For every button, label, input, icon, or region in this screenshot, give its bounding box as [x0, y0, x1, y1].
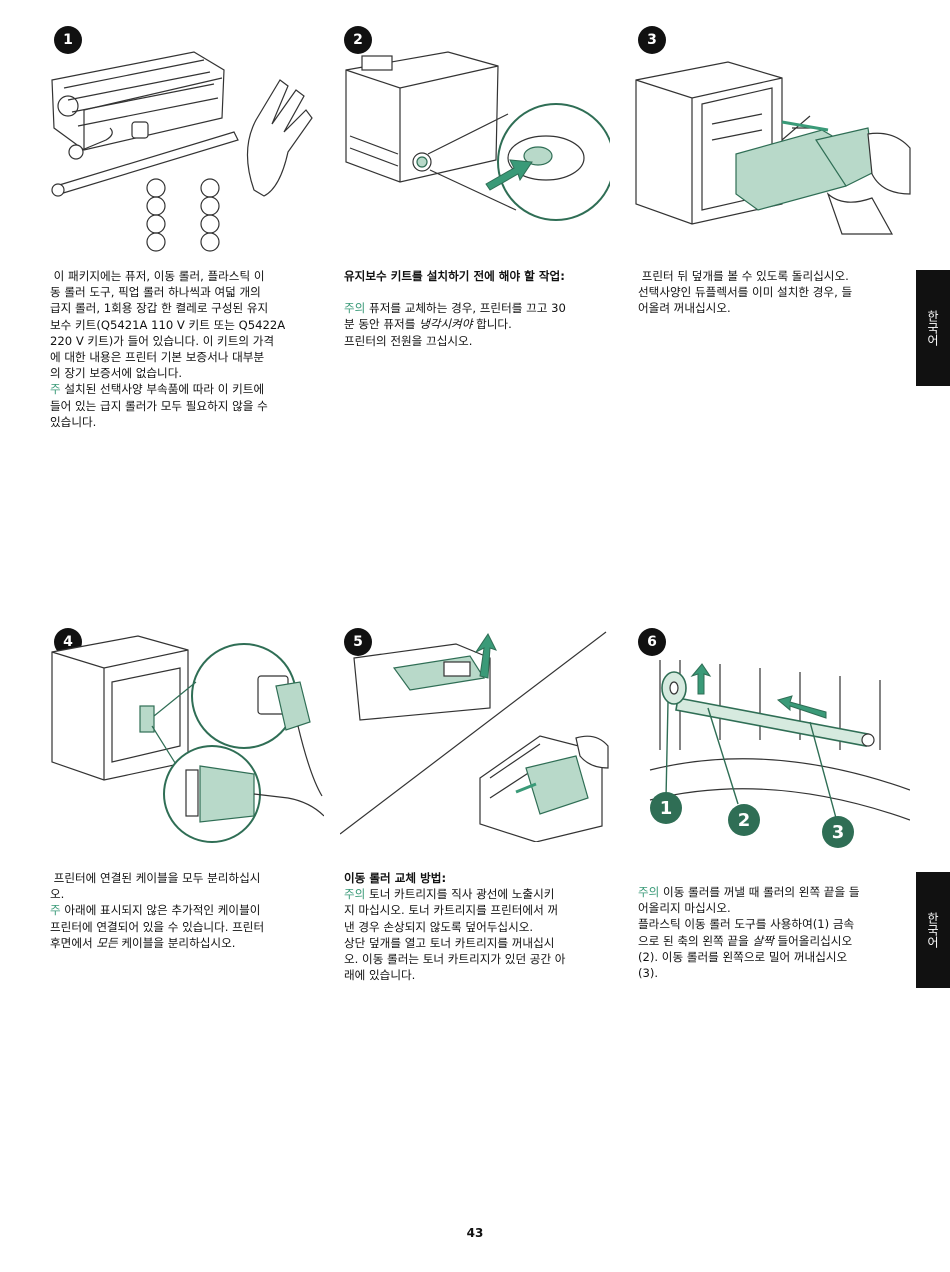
step-2-heading: 유지보수 키트를 설치하기 전에 해야 할 작업:	[344, 269, 565, 283]
transfer-roller-removal-illustration	[649, 660, 910, 821]
step-3-text: 프린터 뒤 덮개를 볼 수 있도록 돌리십시오. 선택사양인 듀플렉서를 이미 …	[638, 269, 853, 316]
page-number: 43	[466, 1226, 484, 1240]
callout-3: 3	[822, 816, 854, 848]
caution-label: 주의	[344, 301, 366, 316]
note-label: 주	[50, 382, 61, 397]
step-6-text: 주의 이동 롤러를 꺼낼 때 롤러의 왼쪽 끝을 들 어올리지 마십시오. 플라…	[638, 885, 860, 981]
note-label: 주	[50, 903, 61, 918]
language-tab: 한국어	[916, 270, 950, 386]
step-2-text: 유지보수 키트를 설치하기 전에 해야 할 작업: 주의 퓨저를 교체하는 경우…	[344, 268, 612, 349]
maintenance-kit-illustration	[51, 51, 313, 252]
cable-disconnect-illustration	[51, 635, 324, 843]
step-1-text: 이 패키지에는 퓨저, 이동 롤러, 플라스틱 이 동 롤러 도구, 픽업 롤러…	[50, 269, 286, 429]
callout-2: 2	[728, 804, 760, 836]
printer-power-switch-illustration	[345, 51, 610, 221]
duplexer-removal-illustration	[635, 61, 911, 235]
step-3-badge: 3	[638, 26, 666, 54]
step-5-badge: 5	[344, 628, 372, 656]
callout-1: 1	[650, 792, 682, 824]
open-cover-remove-cartridge-illustration	[340, 631, 609, 842]
step-4-text: 프린터에 연결된 케이블을 모두 분리하십시 오. 주 아래에 표시되지 않은 …	[50, 871, 265, 950]
step-5-text: 이동 롤러 교체 방법: 주의 토너 카트리지를 직사 광선에 노출시키 지 마…	[344, 870, 612, 983]
language-tab-lower: 한국어	[916, 872, 950, 988]
step-6-badge: 6	[638, 628, 666, 656]
caution-label: 주의	[638, 885, 660, 899]
step-2-badge: 2	[344, 26, 372, 54]
caution-label: 주의	[344, 887, 366, 902]
step-5-heading: 이동 롤러 교체 방법:	[344, 871, 447, 885]
step-1-badge: 1	[54, 26, 82, 54]
